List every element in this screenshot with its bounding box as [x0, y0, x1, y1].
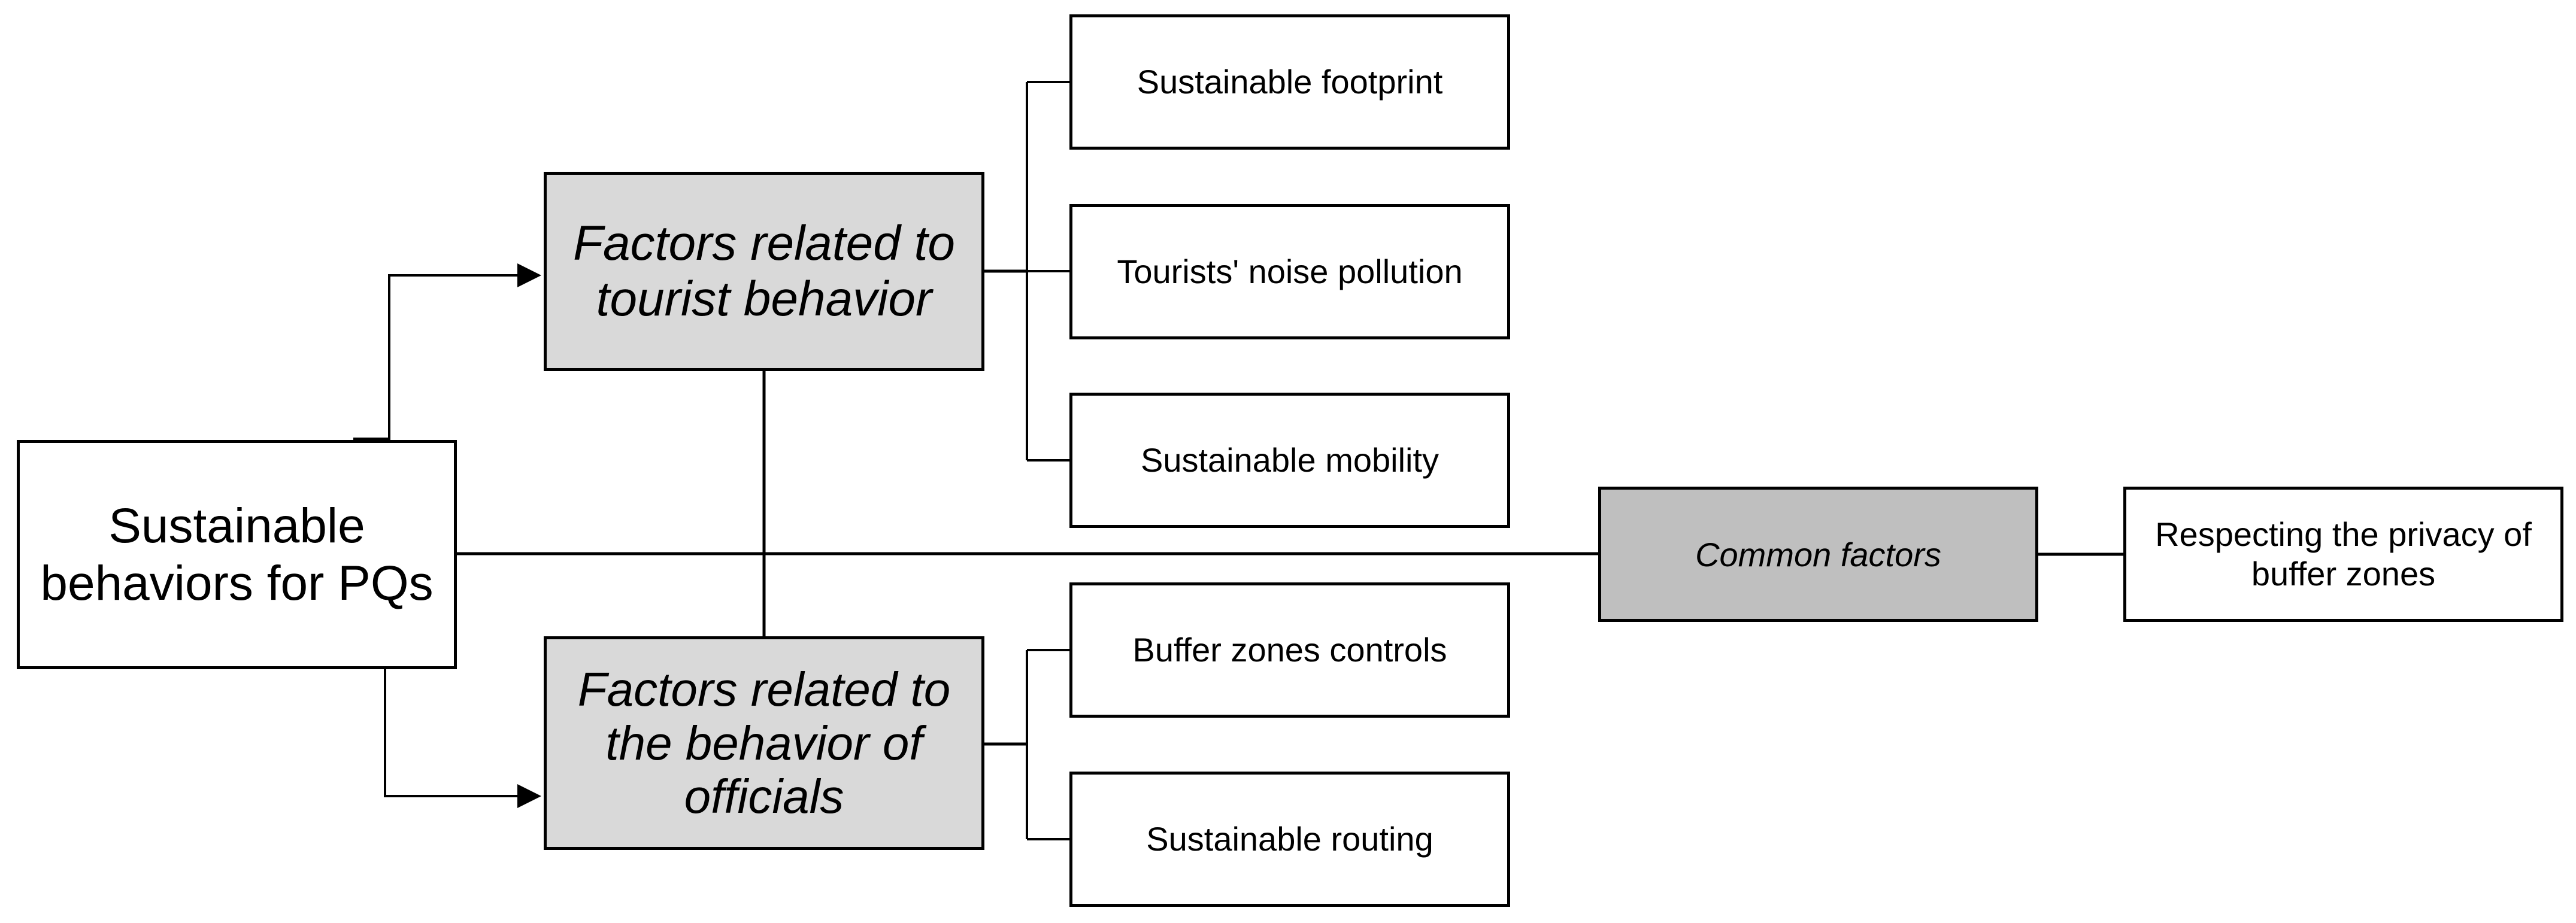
- leaf-label: Buffer zones controls: [1132, 630, 1447, 669]
- leaf-label: Respecting the privacy of buffer zones: [2155, 515, 2532, 593]
- group-common-factors-label: Common factors: [1695, 535, 1941, 573]
- leaf-label: Sustainable footprint: [1137, 62, 1443, 101]
- group-common-factors: Common factors: [1598, 487, 2038, 622]
- group-tourist-behavior: Factors related to tourist behavior: [544, 172, 984, 371]
- arrow-root-to-officials: [384, 669, 541, 808]
- root-node: Sustainable behaviors for PQs: [17, 440, 457, 669]
- leaf-respecting-privacy: Respecting the privacy of buffer zones: [2123, 487, 2563, 622]
- arrow-root-to-tourist: [353, 263, 541, 440]
- group-tourist-behavior-label: Factors related to tourist behavior: [572, 215, 956, 326]
- leaf-sustainable-footprint: Sustainable footprint: [1069, 14, 1510, 150]
- group-officials-behavior-label: Factors related to the behavior of offic…: [577, 663, 951, 824]
- leaf-tourists-noise-pollution: Tourists' noise pollution: [1069, 204, 1510, 339]
- leaf-sustainable-routing: Sustainable routing: [1069, 772, 1510, 907]
- leaf-buffer-zones-controls: Buffer zones controls: [1069, 582, 1510, 718]
- leaf-label: Sustainable routing: [1146, 819, 1434, 858]
- root-node-label: Sustainable behaviors for PQs: [40, 499, 434, 611]
- group-officials-behavior: Factors related to the behavior of offic…: [544, 636, 984, 850]
- leaf-label: Tourists' noise pollution: [1117, 252, 1463, 290]
- leaf-sustainable-mobility: Sustainable mobility: [1069, 393, 1510, 528]
- leaf-label: Sustainable mobility: [1140, 441, 1439, 479]
